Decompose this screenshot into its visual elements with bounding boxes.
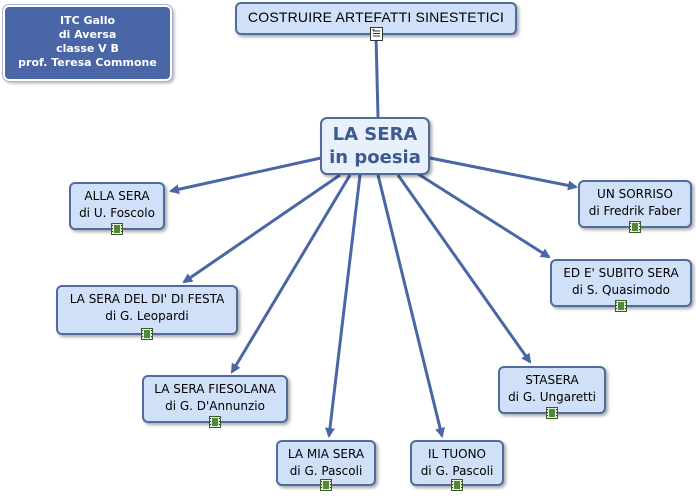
concept-title: LA SERA FIESOLANA — [154, 382, 276, 396]
top-concept-node[interactable]: COSTRUIRE ARTEFATTI SINESTETICI — [235, 2, 517, 41]
arrow-stasera — [396, 174, 532, 364]
arrow-alla-sera — [169, 154, 331, 195]
concept-author: di G. Leopardi — [105, 309, 189, 323]
concept-author: di Fredrik Faber — [588, 204, 682, 218]
central-concept-node[interactable]: LA SERA in poesia — [320, 117, 430, 175]
concept-node-sera-di-festa[interactable]: LA SERA DEL DI' DI FESTA di G. Leopardi — [56, 285, 238, 340]
film-icon[interactable] — [451, 479, 463, 491]
central-concept-title: LA SERA — [332, 124, 418, 145]
concept-title: IL TUONO — [427, 447, 487, 461]
arrow-mia-sera — [324, 174, 362, 438]
concept-author: di G. Pascoli — [289, 464, 363, 478]
concept-title: ALLA SERA — [84, 189, 150, 203]
film-icon[interactable] — [615, 300, 627, 312]
concept-title: STASERA — [525, 373, 579, 387]
concept-node-subito-sera[interactable]: ED E' SUBITO SERA di S. Quasimodo — [550, 259, 692, 312]
film-icon[interactable] — [141, 328, 153, 340]
concept-author: di S. Quasimodo — [572, 283, 670, 297]
info-line: di Aversa — [58, 28, 117, 41]
concept-title: UN SORRISO — [597, 187, 673, 201]
concept-node-mia-sera[interactable]: LA MIA SERA di G. Pascoli — [276, 440, 376, 491]
arrow-sera-fiesolana — [230, 174, 352, 374]
concept-author: di U. Foscolo — [79, 206, 155, 220]
film-icon[interactable] — [546, 407, 558, 419]
film-icon[interactable] — [320, 479, 332, 491]
concept-author: di G. D'Annunzio — [165, 399, 265, 413]
arrow-sorriso — [429, 156, 578, 191]
concept-node-tuono[interactable]: IL TUONO di G. Pascoli — [410, 440, 504, 491]
concept-author: di G. Ungaretti — [508, 390, 596, 404]
concept-node-stasera[interactable]: STASERA di G. Ungaretti — [498, 366, 606, 419]
school-info-box: ITC Gallo di Aversa classe V B prof. Ter… — [2, 4, 173, 82]
concept-node-sorriso[interactable]: UN SORRISO di Fredrik Faber — [578, 180, 692, 233]
info-line: classe V B — [56, 42, 119, 55]
arrow-sera-di-festa — [182, 173, 341, 284]
top-concept-label: COSTRUIRE ARTEFATTI SINESTETICI — [247, 9, 505, 25]
concept-title: LA MIA SERA — [287, 447, 365, 461]
concept-node-sera-fiesolana[interactable]: LA SERA FIESOLANA di G. D'Annunzio — [142, 375, 288, 428]
arrow-subito-sera — [414, 170, 551, 259]
film-icon[interactable] — [111, 223, 123, 235]
concept-title: LA SERA DEL DI' DI FESTA — [69, 292, 225, 306]
central-concept-subtitle: in poesia — [329, 147, 421, 168]
info-line: ITC Gallo — [59, 14, 116, 27]
concept-author: di G. Pascoli — [420, 464, 494, 478]
arrow-tuono — [376, 174, 445, 438]
concept-title: ED E' SUBITO SERA — [563, 266, 679, 280]
film-icon[interactable] — [209, 416, 221, 428]
info-line: prof. Teresa Commone — [18, 56, 157, 69]
film-icon[interactable] — [629, 221, 641, 233]
connector-top — [374, 35, 380, 118]
concept-node-alla-sera[interactable]: ALLA SERA di U. Foscolo — [69, 182, 165, 235]
document-icon[interactable] — [370, 27, 383, 41]
